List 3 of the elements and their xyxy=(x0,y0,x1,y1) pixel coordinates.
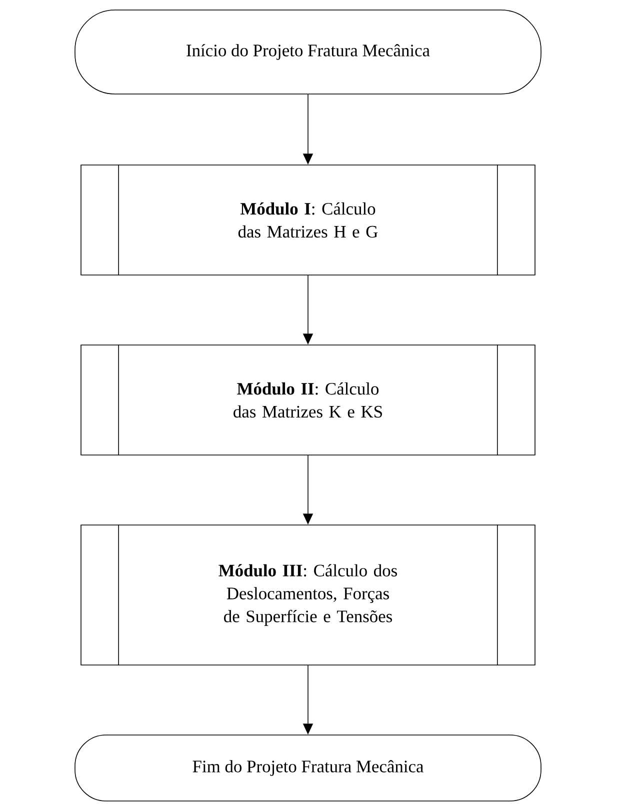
process-box: Módulo II: Cálculo das Matrizes K e KS xyxy=(80,344,536,456)
process-box: Módulo III: Cálculo dos Deslocamentos, Forças de Superfície e Tensões xyxy=(80,524,536,666)
process-box: Módulo I: Cálculo das Matrizes H e G xyxy=(80,164,536,276)
